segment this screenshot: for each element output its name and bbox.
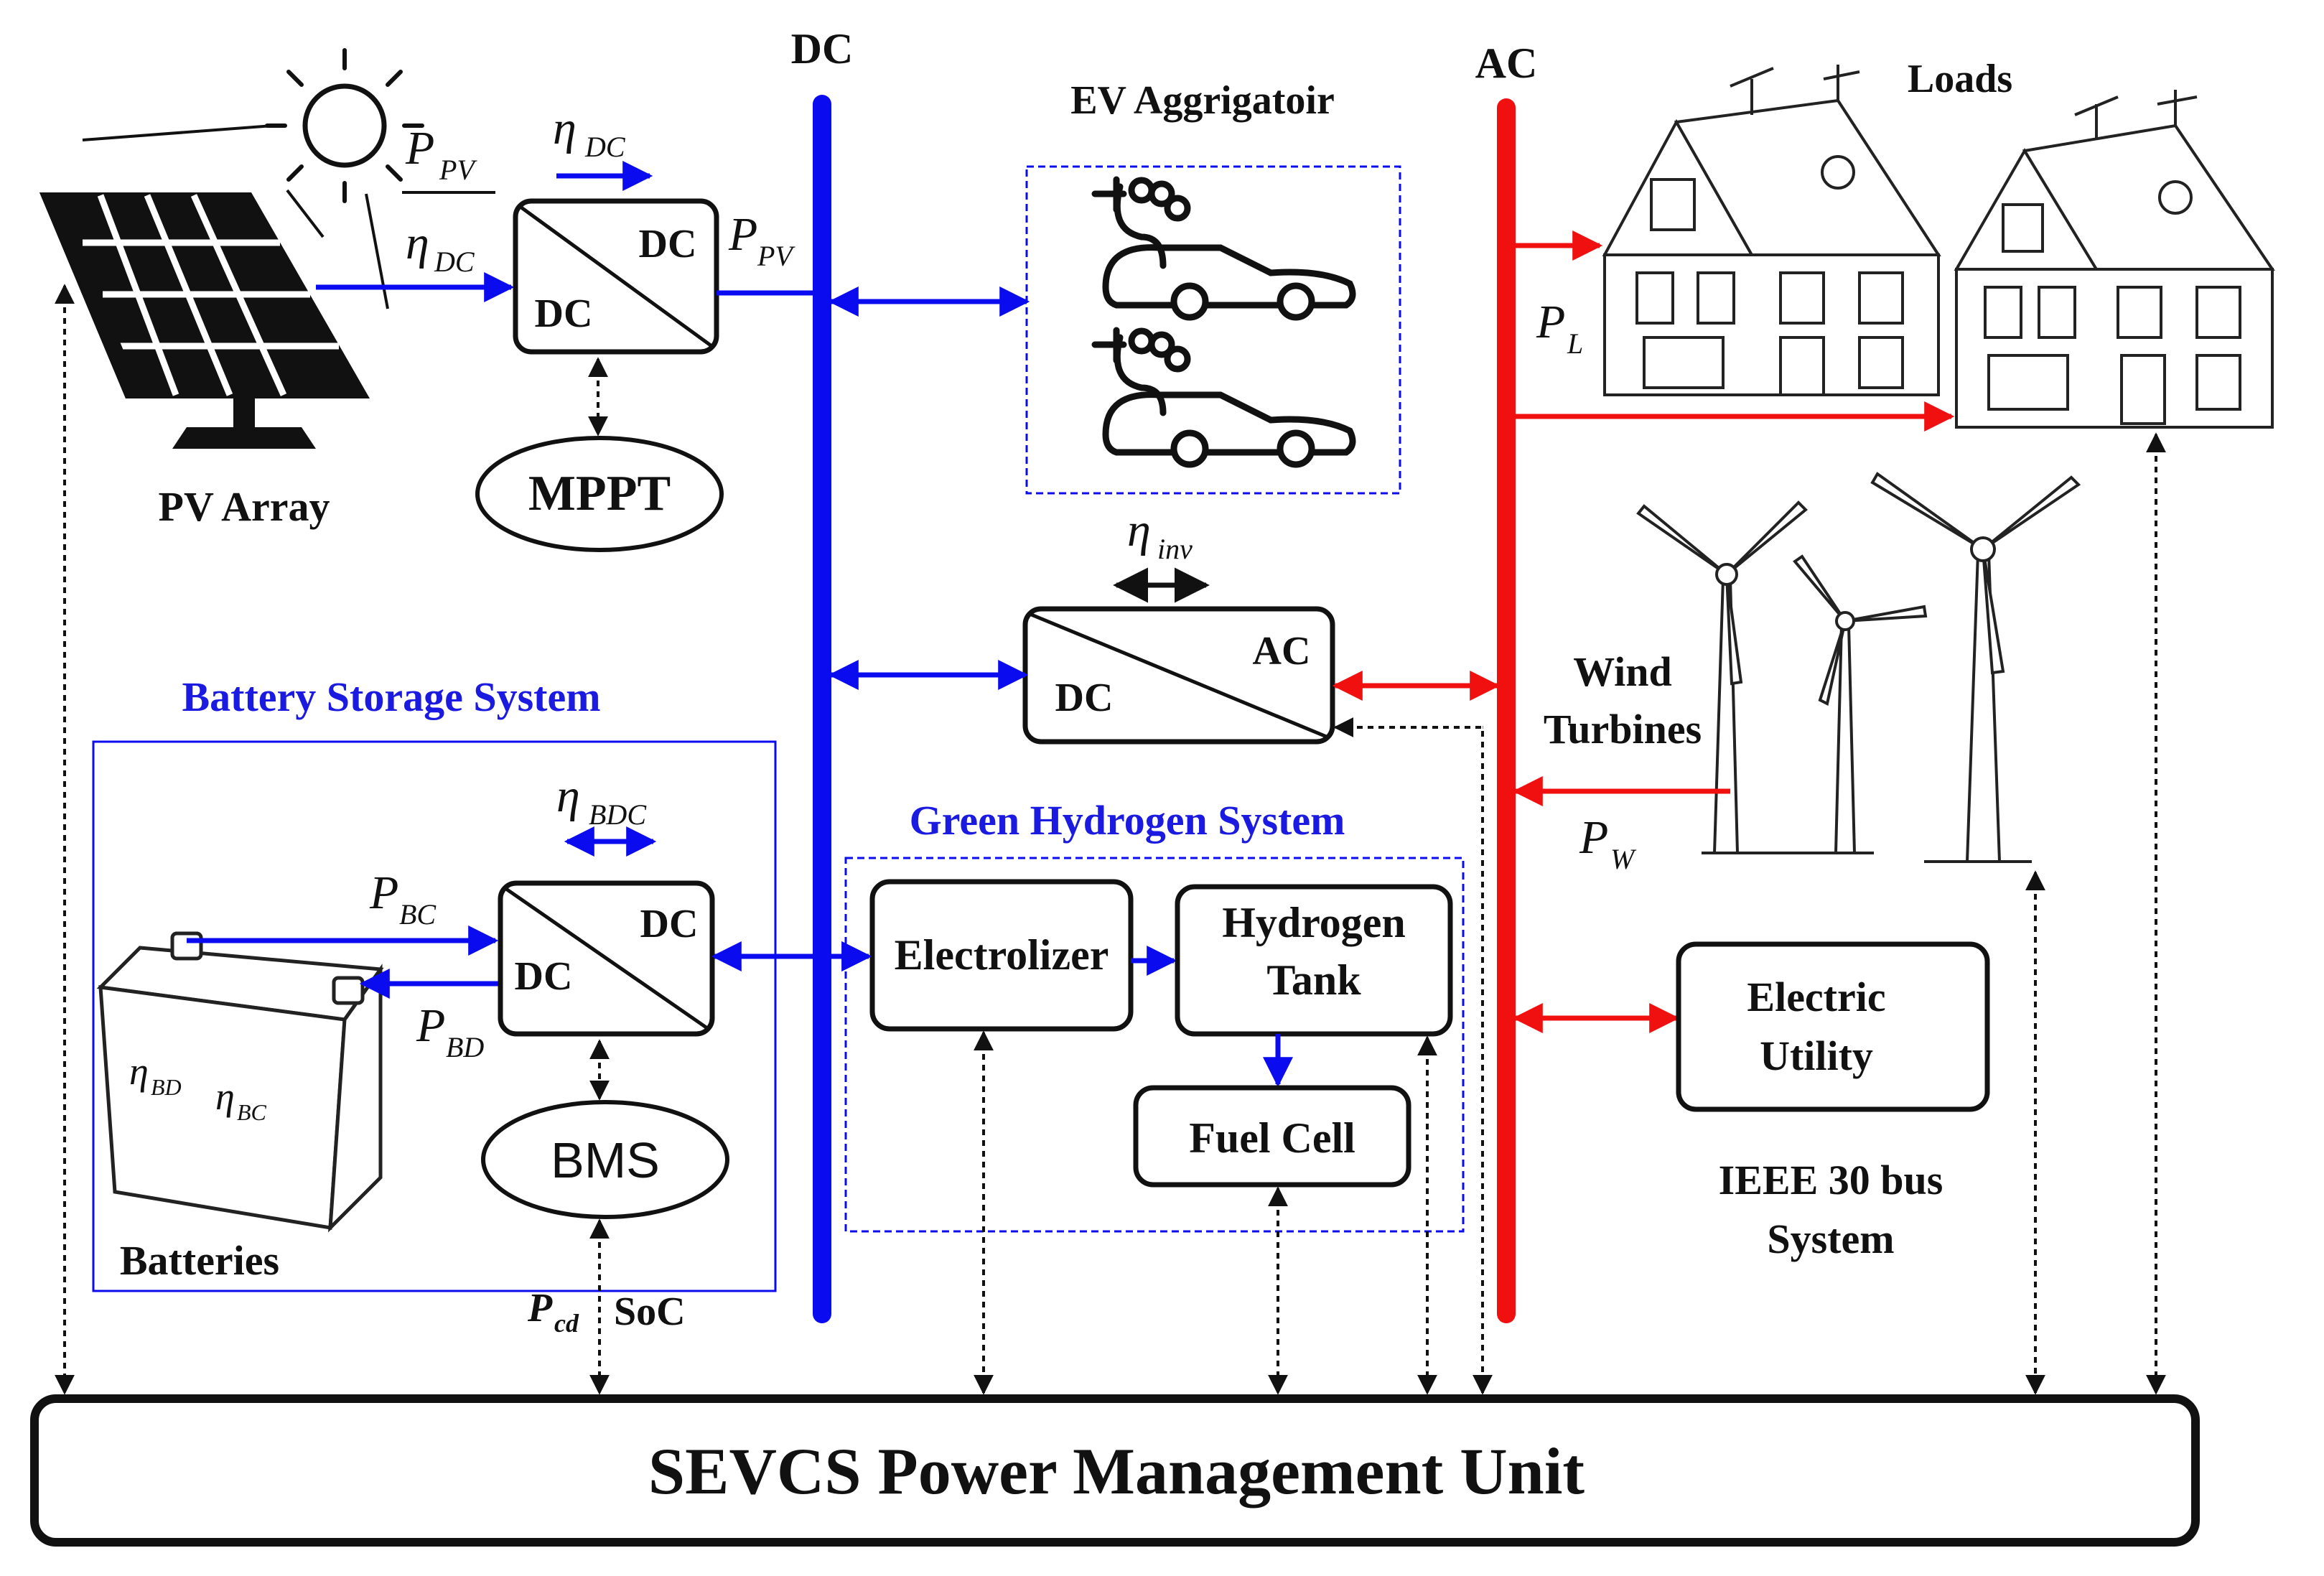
wind-turbine-icon [1636, 472, 2081, 863]
svg-text:cd: cd [554, 1309, 579, 1338]
solar-panel-icon [39, 192, 370, 449]
svg-text:η: η [406, 217, 429, 269]
svg-text:P: P [527, 1286, 553, 1330]
bms-signals: P cd SoC [527, 1286, 686, 1338]
pv-output-power: P PV [728, 208, 795, 272]
svg-text:DC: DC [515, 954, 573, 999]
battery-charge-power: P BC [369, 867, 437, 931]
utility-label-line1: Electric [1747, 974, 1885, 1020]
svg-text:DC: DC [1055, 676, 1114, 720]
electrolizer-box [869, 879, 1134, 1032]
house-icon [1954, 90, 2275, 429]
ev-aggregator-title: EV Aggrigatoir [1070, 78, 1335, 123]
svg-text:BD: BD [151, 1074, 182, 1100]
svg-text:PV: PV [439, 154, 477, 186]
svg-text:η: η [556, 770, 580, 822]
ac-bus-label: AC [1475, 39, 1538, 87]
svg-text:P: P [1579, 811, 1608, 864]
wind-label-line2: Turbines [1544, 706, 1702, 752]
ev-car-icon [1091, 327, 1356, 468]
svg-text:AC: AC [1253, 629, 1311, 673]
pmu-box [30, 1394, 2200, 1547]
wind-power: P W [1579, 811, 1637, 875]
ieee-label-line2: System [1767, 1216, 1894, 1262]
svg-text:DC: DC [639, 222, 697, 266]
dc-ac-inverter: AC DC [1022, 606, 1335, 745]
ev-aggregator-box [1025, 165, 1401, 495]
mppt-label: MPPT [528, 466, 671, 521]
hydrogen-system-title: Green Hydrogen System [910, 797, 1345, 844]
svg-text:P: P [416, 999, 445, 1052]
fuel-cell-label: Fuel Cell [1189, 1114, 1355, 1162]
utility-label-line2: Utility [1760, 1032, 1873, 1079]
battery-system-box [92, 740, 777, 1292]
battery-dcdc-converter: η BDC DC DC [498, 770, 715, 1037]
svg-text:SoC: SoC [614, 1290, 686, 1334]
bms-label: BMS [551, 1132, 660, 1188]
dc-bus-label: DC [791, 25, 854, 73]
electrolizer-label: Electrolizer [895, 931, 1109, 979]
battery-system-title: Battery Storage System [182, 673, 600, 720]
house-icon [1602, 65, 1941, 396]
tank-label-line1: Hydrogen [1222, 899, 1406, 946]
svg-text:η: η [129, 1050, 149, 1093]
pv-array-label: PV Array [159, 483, 330, 530]
ieee-label-line1: IEEE 30 bus [1719, 1157, 1943, 1203]
svg-text:η: η [553, 102, 577, 154]
svg-text:W: W [1610, 843, 1637, 875]
svg-text:BDC: BDC [589, 798, 647, 831]
svg-text:L: L [1567, 327, 1583, 360]
svg-text:PV: PV [757, 240, 795, 272]
svg-text:P: P [728, 208, 757, 261]
svg-text:η: η [1127, 504, 1151, 556]
svg-text:DC: DC [640, 902, 699, 946]
battery-efficiencies: η BD η BC [129, 1050, 267, 1125]
battery-icon [96, 931, 384, 1233]
batteries-label: Batteries [120, 1237, 279, 1284]
svg-text:P: P [369, 867, 398, 919]
sun-icon [82, 48, 424, 309]
svg-text:DC: DC [535, 292, 593, 336]
battery-discharge-power: P BD [416, 999, 484, 1063]
svg-text:DC: DC [434, 246, 475, 278]
inverter-efficiency: η inv [1127, 504, 1193, 565]
mppt-controller [475, 436, 724, 552]
pv-dcdc-converter: η DC DC DC [513, 102, 719, 355]
svg-text:P: P [1536, 296, 1565, 348]
bms-controller [481, 1100, 729, 1219]
pmu-title: SEVCS Power Management Unit [648, 1435, 1585, 1508]
ev-car-icon [1091, 176, 1356, 321]
svg-text:BD: BD [446, 1031, 484, 1063]
svg-text:η: η [215, 1075, 235, 1118]
electric-utility-box [1676, 941, 1990, 1112]
wind-label-line1: Wind [1573, 648, 1672, 695]
tank-label-line2: Tank [1266, 956, 1361, 1004]
control-signal-lines [55, 284, 2166, 1395]
svg-text:DC: DC [584, 131, 626, 163]
svg-text:BC: BC [237, 1099, 267, 1125]
load-power: P L [1536, 296, 1583, 360]
pv-power-fraction: P PV η DC [402, 122, 495, 278]
svg-text:P: P [405, 122, 434, 174]
svg-text:BC: BC [399, 898, 437, 931]
loads-title: Loads [1908, 57, 2012, 101]
svg-text:inv: inv [1157, 533, 1193, 565]
